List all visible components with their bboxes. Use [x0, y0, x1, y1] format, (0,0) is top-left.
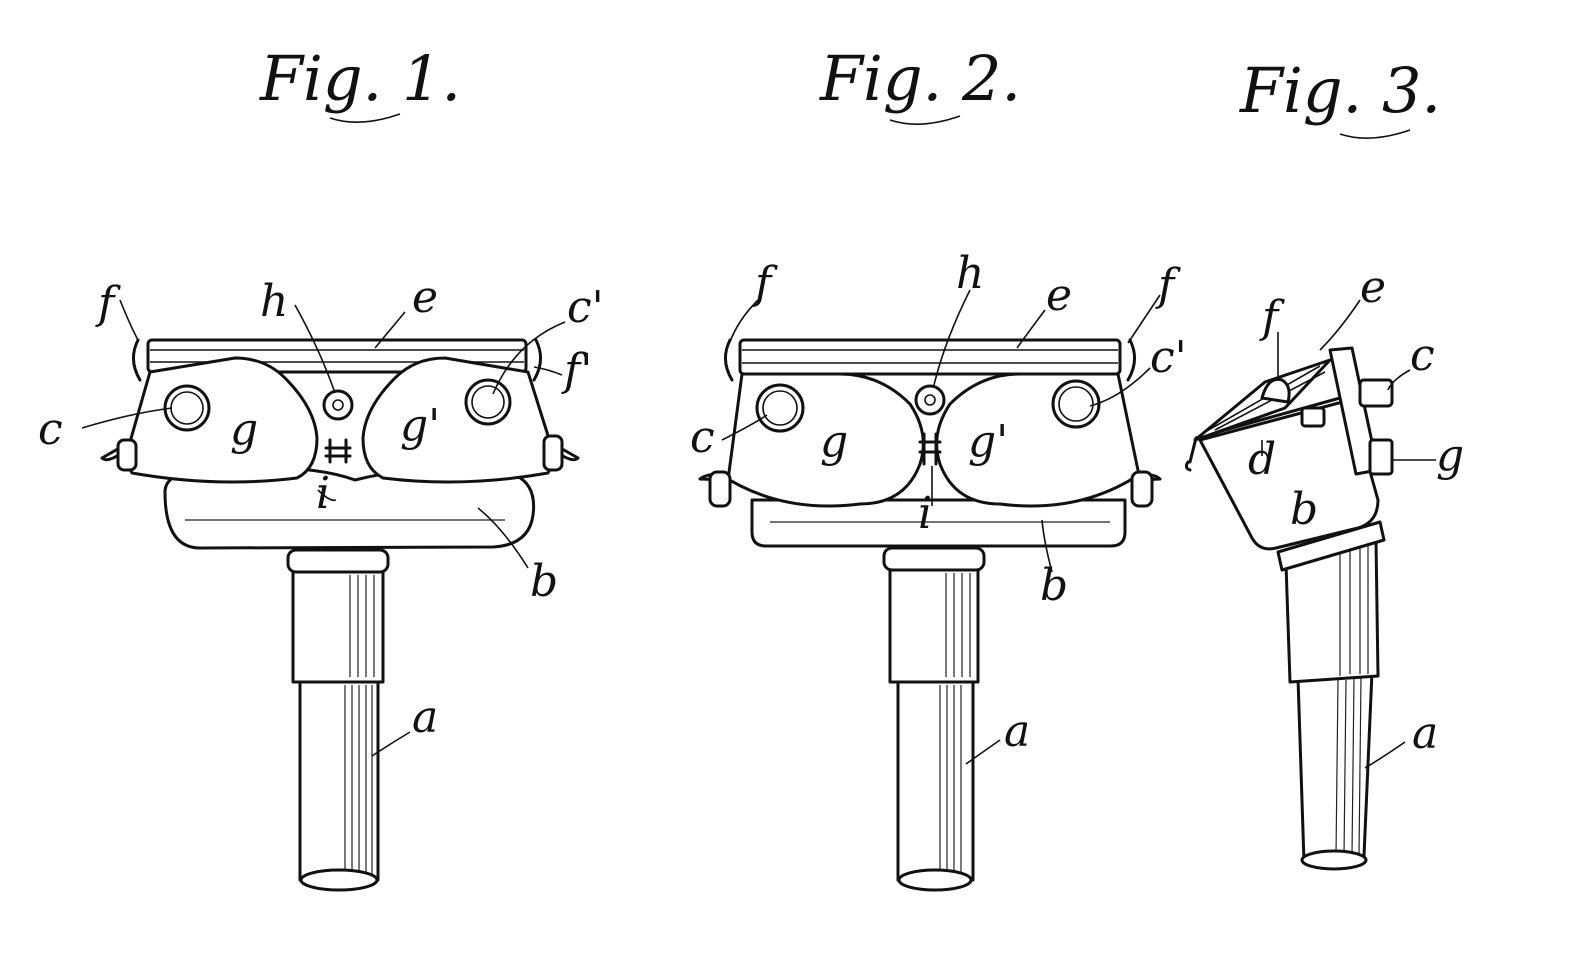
- fig2-label-c: c: [690, 412, 715, 463]
- fig3-title: Fig. 3.: [1239, 54, 1441, 127]
- fig2-label-f: f: [752, 258, 778, 309]
- fig2-shaft-a: [898, 680, 973, 880]
- fig1-label-c: c: [38, 404, 63, 455]
- fig3-bolt-c: [1360, 380, 1392, 406]
- figure-3: Fig. 3.: [1186, 54, 1464, 869]
- fig1-label-h: h: [260, 276, 288, 327]
- fig2-label-i: i: [918, 488, 932, 539]
- fig1-leader-f: [120, 300, 138, 340]
- fig3-label-b: b: [1290, 484, 1318, 535]
- fig2-rail: [740, 340, 1120, 374]
- fig2-pivot-h: [916, 386, 944, 414]
- figure-2: Fig. 2.: [690, 42, 1187, 890]
- fig1-shaft-end: [301, 870, 377, 890]
- fig1-label-g: g: [230, 404, 258, 455]
- fig3-label-g: g: [1436, 430, 1464, 481]
- fig3-label-d: d: [1248, 434, 1276, 485]
- fig2-label-f-right: f: [1155, 260, 1181, 311]
- fig2-title: Fig. 2.: [819, 42, 1021, 115]
- fig3-shaft-end: [1302, 851, 1366, 869]
- fig1-label-f1: f': [561, 345, 592, 396]
- fig1-post-sleeve: [293, 570, 383, 682]
- fig2-rail-end-right: [1128, 340, 1135, 380]
- fig1-label-e: e: [412, 272, 438, 323]
- fig2-clamp-body-b: [752, 500, 1125, 546]
- fig2-spring-i: [920, 434, 940, 464]
- fig3-jaw-g: [1370, 440, 1392, 474]
- fig2-body-b: [752, 500, 1125, 546]
- fig2-jaw-g-tip: [710, 472, 730, 506]
- fig2-bolt-c: [757, 385, 803, 431]
- fig2-post-sleeve: [890, 568, 978, 682]
- fig1-pivot-h: [324, 391, 352, 419]
- fig1-rail-end-left: [133, 340, 140, 380]
- fig2-title-flourish: [890, 116, 960, 124]
- fig2-jaws: [700, 374, 1160, 506]
- fig2-label-h: h: [956, 248, 984, 299]
- fig2-label-b: b: [1040, 560, 1068, 611]
- fig2-rail-end-left: [725, 340, 732, 380]
- fig2-shaft-end: [899, 870, 971, 890]
- fig3-label-a: a: [1412, 708, 1438, 759]
- fig3-seat-post: [1278, 522, 1384, 869]
- fig3-label-f: f: [1259, 292, 1285, 343]
- fig3-leader-a: [1365, 742, 1405, 768]
- figure-1: Fig. 1.: [38, 42, 604, 890]
- fig1-label-a: a: [412, 692, 438, 743]
- fig2-label-e: e: [1046, 270, 1072, 321]
- fig2-bolt-c1: [1053, 381, 1099, 427]
- fig1-jaw-g1-tip: [544, 436, 562, 470]
- fig1-seat-post: [288, 550, 388, 890]
- fig1-spring-i: [326, 440, 350, 462]
- fig3-label-c: c: [1410, 330, 1435, 381]
- fig1-title-flourish: [330, 114, 400, 122]
- fig2-label-a: a: [1004, 706, 1030, 757]
- fig2-leader-f: [730, 300, 758, 342]
- fig2-seat-post: [884, 548, 984, 890]
- fig2-post-collar: [884, 548, 984, 570]
- fig2-label-g: g: [820, 416, 848, 467]
- fig1-label-f: f: [95, 278, 121, 329]
- fig1-label-i: i: [316, 468, 330, 519]
- fig2-jaw-g: [700, 374, 923, 506]
- fig1-jaws: [102, 358, 578, 482]
- fig2-jaw-g1-tip: [1132, 472, 1152, 506]
- fig3-label-e: e: [1360, 262, 1386, 313]
- fig3-leader-e: [1320, 300, 1360, 350]
- fig1-title: Fig. 1.: [259, 42, 461, 115]
- fig2-label-g1: g': [968, 416, 1008, 467]
- fig1-rail-end-right: [534, 340, 541, 380]
- fig1-label-g1: g': [400, 400, 440, 451]
- fig3-nut: [1302, 408, 1324, 426]
- fig3-title-flourish: [1340, 130, 1410, 138]
- fig1-label-c1: c': [567, 282, 604, 333]
- fig1-jaw-g-tip: [118, 440, 136, 470]
- fig1-post-collar: [288, 550, 388, 572]
- fig2-label-c1: c': [1150, 332, 1187, 383]
- fig1-label-b: b: [530, 556, 558, 607]
